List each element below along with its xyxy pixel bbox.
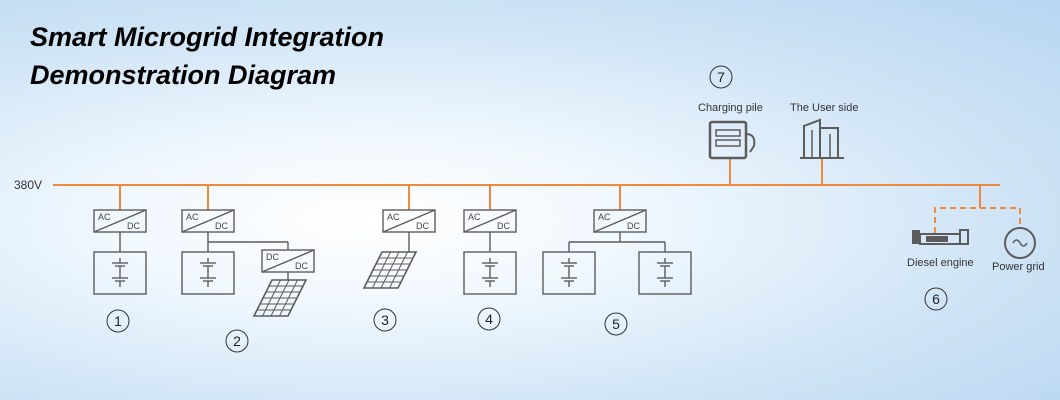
svg-text:1: 1 [114,313,122,329]
diesel-engine-label: Diesel engine [907,257,974,269]
user-building-icon [800,118,844,159]
charging-pile-icon [708,120,756,160]
number-7: 7 [709,65,733,89]
svg-text:2: 2 [233,333,241,349]
title-line-1: Smart Microgrid Integration [30,22,385,52]
battery-pack [463,251,517,295]
battery-pack [93,251,147,295]
charging-pile-label: Charging pile [698,102,763,114]
branch-4-storage: AC DC [463,209,517,295]
branch-numbers: 1 2 3 4 5 6 7 [106,65,948,353]
svg-text:DC: DC [416,221,429,231]
solar-panel [363,251,417,289]
battery-pack [181,251,235,295]
svg-text:AC: AC [468,212,481,222]
power-grid-icon [1004,227,1036,259]
svg-text:7: 7 [717,69,725,85]
number-3: 3 [373,308,397,332]
branch-7-loads: Charging pile The User side [698,102,858,160]
svg-text:DC: DC [215,221,228,231]
ac-dc-converter: AC DC [93,209,147,233]
svg-text:3: 3 [381,312,389,328]
diesel-engine-icon [912,229,969,245]
svg-text:6: 6 [932,291,940,307]
battery-pack [542,251,596,295]
svg-text:5: 5 [612,316,620,332]
bus-voltage-label: 380V [14,178,42,192]
svg-text:AC: AC [186,212,199,222]
branch-6-backup-sources: Diesel engine Power grid [907,207,1045,273]
power-grid-label: Power grid [992,261,1045,273]
number-1: 1 [106,309,130,333]
svg-text:DC: DC [295,261,308,271]
svg-text:AC: AC [98,212,111,222]
svg-text:4: 4 [485,311,493,327]
ac-dc-converter: AC DC [382,209,436,233]
user-side-label: The User side [790,102,858,114]
branch-1-storage: AC DC [93,209,147,295]
svg-text:DC: DC [127,221,140,231]
branch-5-dual-storage: AC DC [542,209,692,295]
branch-2-storage-solar: AC DC DC DC [181,209,315,317]
svg-text:AC: AC [598,212,611,222]
svg-text:DC: DC [627,221,640,231]
number-6: 6 [924,287,948,311]
branch-3-solar: AC DC [363,209,436,289]
svg-text:DC: DC [266,252,279,262]
battery-pack [638,251,692,295]
svg-text:AC: AC [387,212,400,222]
solar-panel [253,279,307,317]
number-2: 2 [225,329,249,353]
bus-drops [119,158,981,210]
ac-dc-converter: AC DC [463,209,517,233]
ac-dc-converter: AC DC [593,209,647,233]
number-5: 5 [604,312,628,336]
number-4: 4 [477,307,501,331]
dc-dc-converter: DC DC [261,249,315,273]
ac-dc-converter: AC DC [181,209,235,233]
title-line-2: Demonstration Diagram [30,60,337,90]
diagram-title: Smart Microgrid Integration Demonstratio… [30,18,384,94]
svg-text:DC: DC [497,221,510,231]
